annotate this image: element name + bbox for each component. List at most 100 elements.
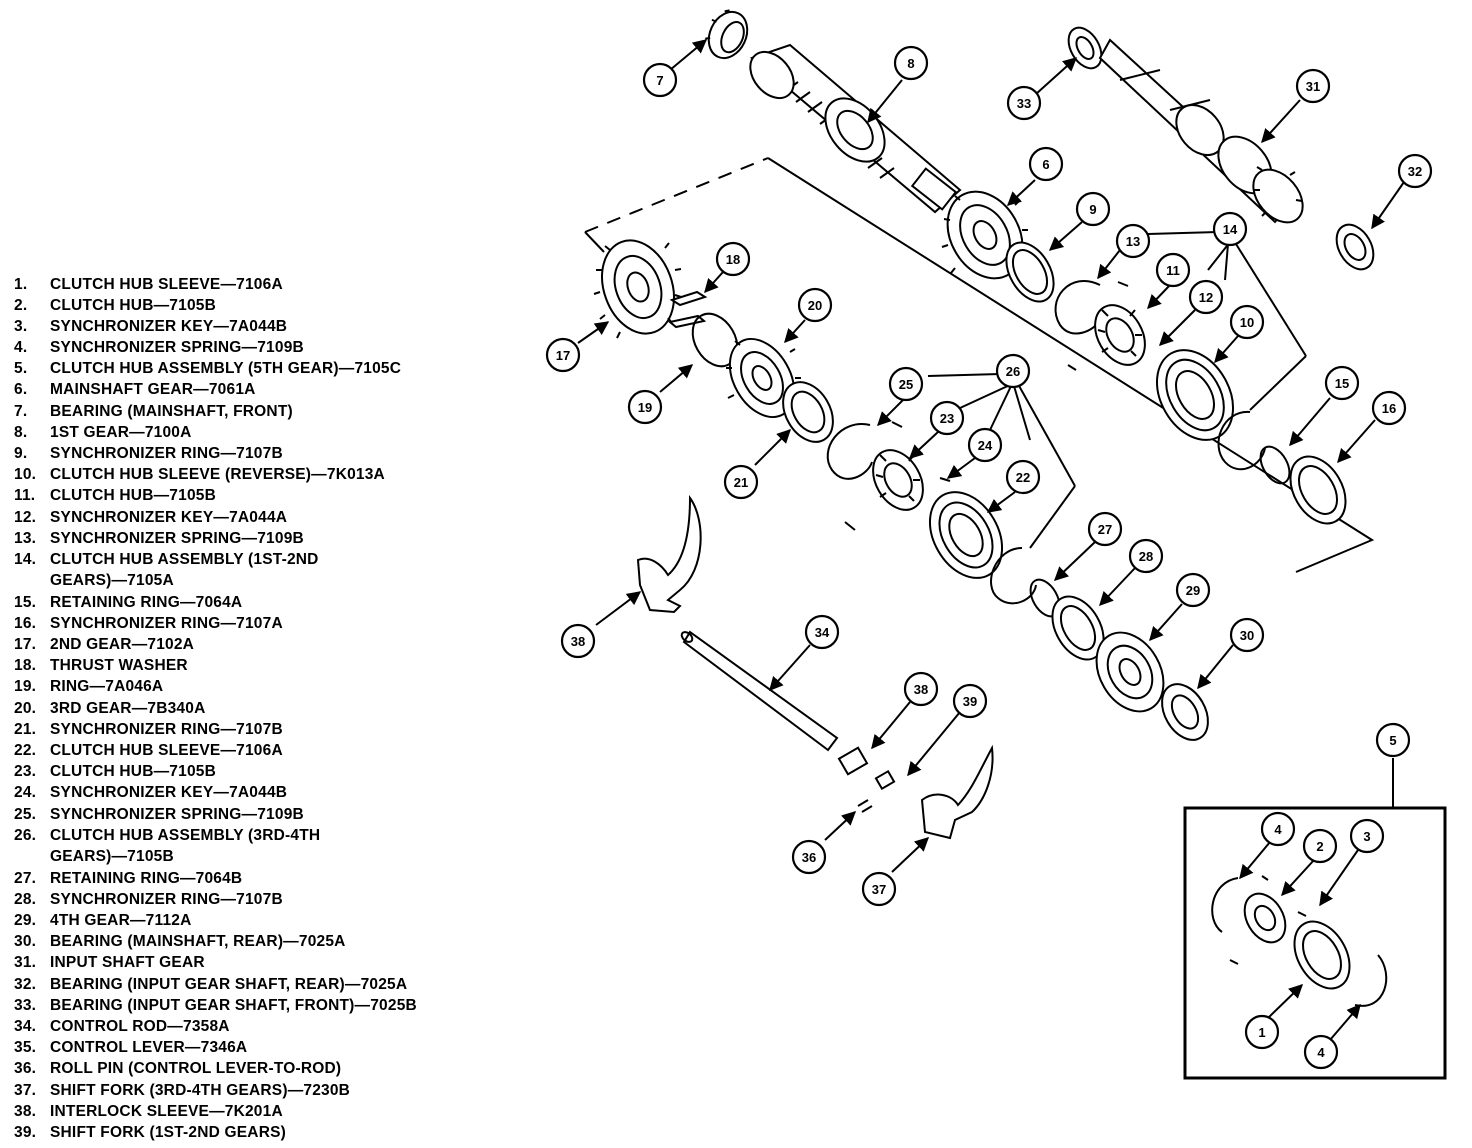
- part-spring-13: [1054, 279, 1101, 335]
- callout-labels: 7 8 33 31 6 9 32 18 20 17 19 13 14 11 12…: [545, 45, 1433, 1070]
- callout-7-text: 7: [656, 73, 663, 88]
- legend-item: 12.SYNCHRONIZER KEY—7A044A: [14, 509, 288, 526]
- callout-22-text: 22: [1016, 470, 1030, 485]
- legend-item: 14.CLUTCH HUB ASSEMBLY (1ST-2ND: [14, 551, 319, 568]
- legend-item: 19.RING—7A046A: [14, 678, 164, 695]
- callout-10: 10: [1229, 304, 1265, 340]
- callout-34-text: 34: [815, 625, 830, 640]
- callout-24-text: 24: [978, 438, 993, 453]
- callout-27-text: 27: [1098, 522, 1112, 537]
- part-clutch-hub-11: [1094, 304, 1146, 366]
- callout-33: 33: [1006, 85, 1042, 121]
- part-thrust-washer-18: [667, 290, 708, 329]
- callout-27: 27: [1087, 511, 1123, 547]
- legend-item: 6.MAINSHAFT GEAR—7061A: [14, 381, 256, 398]
- legend-item: 5.CLUTCH HUB ASSEMBLY (5TH GEAR)—7105C: [14, 360, 402, 377]
- callout-21-text: 21: [734, 475, 748, 490]
- legend-item: 3.SYNCHRONIZER KEY—7A044B: [14, 318, 288, 335]
- part-interlock-sleeve-38: [837, 746, 869, 776]
- part-mainshaft-gear-6: [941, 190, 1028, 280]
- legend-item: 30.BEARING (MAINSHAFT, REAR)—7025A: [14, 933, 346, 950]
- callout-13-text: 13: [1126, 234, 1140, 249]
- legend-item: 16.SYNCHRONIZER RING—7107A: [14, 615, 283, 632]
- callout-18-text: 18: [726, 252, 740, 267]
- callout-23-text: 23: [940, 411, 954, 426]
- part-control-lever-35: [874, 769, 896, 791]
- callout-7: 7: [642, 62, 678, 98]
- part-bearing-7: [705, 9, 749, 60]
- part-key-24: [939, 477, 951, 482]
- part-gear-29: [1095, 631, 1165, 713]
- part-spring-4: [1354, 954, 1388, 1007]
- callout-19: 19: [627, 389, 663, 425]
- legend-item: 21.SYNCHRONIZER RING—7107B: [14, 721, 283, 738]
- legend-item: 18.THRUST WASHER: [14, 657, 188, 674]
- callout-28-text: 28: [1139, 549, 1153, 564]
- callout-9: 9: [1075, 191, 1111, 227]
- legend-item: 36.ROLL PIN (CONTROL LEVER-TO-ROD): [14, 1060, 342, 1077]
- legend-item: 29.4TH GEAR—7112A: [14, 912, 192, 929]
- part-gear-20: [726, 338, 801, 418]
- callout-8: 8: [893, 45, 929, 81]
- part-sleeve-22: [928, 491, 1004, 579]
- legend-item: 15.RETAINING RING—7064A: [14, 594, 243, 611]
- part-synchro-ring-16: [1289, 455, 1347, 525]
- legend-item: 32.BEARING (INPUT GEAR SHAFT, REAR)—7025…: [14, 976, 408, 993]
- part-roll-pin-36: [857, 799, 873, 813]
- callout-5-text: 5: [1389, 733, 1396, 748]
- callout-39: 39: [952, 683, 988, 719]
- part-clutch-hub-23: [872, 449, 924, 511]
- callout-14-text: 14: [1223, 222, 1238, 237]
- legend-item: 23.CLUTCH HUB—7105B: [14, 763, 216, 780]
- part-control-rod-34: [680, 630, 839, 752]
- callout-38: 38: [560, 623, 596, 659]
- part-bearing-30: [1161, 683, 1209, 741]
- callout-13: 13: [1115, 223, 1151, 259]
- callout-39-text: 39: [963, 694, 977, 709]
- legend-item: 9.SYNCHRONIZER RING—7107B: [14, 445, 283, 462]
- legend-item: 20.3RD GEAR—7B340A: [14, 700, 206, 717]
- callout-28: 28: [1128, 538, 1164, 574]
- callout-17-text: 17: [556, 348, 570, 363]
- callout-34: 34: [804, 614, 840, 650]
- legend-item: 10.CLUTCH HUB SLEEVE (REVERSE)—7K013A: [14, 466, 385, 483]
- legend-item: 31.INPUT SHAFT GEAR: [14, 954, 205, 971]
- legend-item-continuation: GEARS)—7105A: [50, 572, 174, 589]
- part-shift-fork-37: [920, 744, 994, 840]
- subassembly-outline: [584, 157, 1375, 573]
- callout-26: 26: [995, 353, 1031, 389]
- part-synchro-ring-28: [1051, 595, 1105, 661]
- callout-15-text: 15: [1335, 376, 1349, 391]
- callout-24: 24: [967, 427, 1003, 463]
- legend-item: 11.CLUTCH HUB—7105B: [14, 487, 216, 504]
- callout-30-text: 30: [1240, 628, 1254, 643]
- legend-item: 35.CONTROL LEVER—7346A: [14, 1039, 248, 1056]
- callout-1: 1: [1244, 1014, 1280, 1050]
- legend-item: 27.RETAINING RING—7064B: [14, 870, 243, 887]
- part-clutch-hub-2: [1243, 892, 1287, 944]
- legend-item: 17.2ND GEAR—7102A: [14, 636, 195, 653]
- callout-9-text: 9: [1089, 202, 1096, 217]
- callout-10-text: 10: [1240, 315, 1254, 330]
- part-synchro-ring-9: [1005, 241, 1055, 303]
- part-spring-25: [826, 423, 873, 480]
- part-bearing-33: [1067, 26, 1103, 70]
- callout-3-text: 3: [1363, 829, 1370, 844]
- callout-32-text: 32: [1408, 164, 1422, 179]
- part-bearing-32: [1335, 223, 1375, 271]
- callout-2-text: 2: [1316, 839, 1323, 854]
- legend-item: 7.BEARING (MAINSHAFT, FRONT): [14, 403, 293, 420]
- callout-4a-text: 4: [1274, 822, 1282, 837]
- callout-29: 29: [1175, 572, 1211, 608]
- part-synchro-ring-21: [782, 381, 834, 443]
- callout-33-text: 33: [1017, 96, 1031, 111]
- legend-item: 4.SYNCHRONIZER SPRING—7109B: [14, 339, 304, 356]
- callout-37-text: 37: [872, 882, 886, 897]
- callout-2: 2: [1302, 828, 1338, 864]
- legend-item: 22.CLUTCH HUB SLEEVE—7106A: [14, 742, 283, 759]
- callout-6-text: 6: [1042, 157, 1049, 172]
- legend-item-continuation: GEARS)—7105B: [50, 848, 174, 865]
- legend-item: 25.SYNCHRONIZER SPRING—7109B: [14, 806, 304, 823]
- callout-25: 25: [888, 366, 924, 402]
- callout-4b: 4: [1303, 1034, 1339, 1070]
